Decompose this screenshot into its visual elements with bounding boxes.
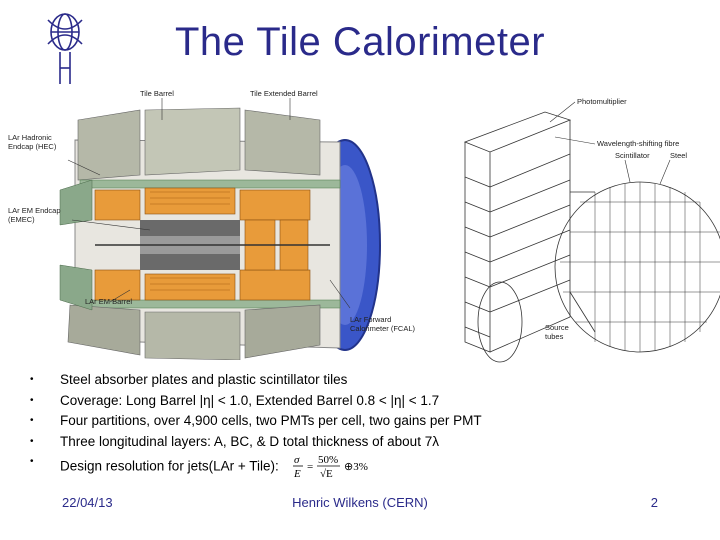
label-source-1: Source: [545, 323, 569, 332]
bullet-text: Steel absorber plates and plastic scinti…: [60, 372, 347, 387]
label-lar-forward-2: Calorimeter (FCAL): [350, 324, 416, 333]
label-lar-forward-1: LAr Forward: [350, 315, 391, 324]
label-steel: Steel: [670, 151, 687, 160]
label-lar-hadronic-1: LAr Hadronic: [8, 133, 52, 142]
label-tile-extended-barrel: Tile Extended Barrel: [250, 89, 318, 98]
bullet-marker: •: [30, 411, 34, 432]
bullet-item: • Four partitions, over 4,900 cells, two …: [30, 411, 710, 432]
label-wls-fibre: Wavelength-shifting fibre: [597, 139, 679, 148]
formula-e: E: [293, 468, 301, 480]
tile-module-diagram: Photomultiplier Wavelength-shifting fibr…: [445, 92, 720, 367]
bullet-text: Three longitudinal layers: A, BC, & D to…: [60, 434, 439, 449]
bullet-item: • Three longitudinal layers: A, BC, & D t…: [30, 432, 710, 453]
bullet-text: Design resolution for jets(LAr + Tile):: [60, 459, 279, 474]
label-lar-hadronic-2: Endcap (HEC): [8, 142, 57, 151]
label-lar-em-barrel: LAr EM Barrel: [85, 297, 132, 306]
bullet-text: Four partitions, over 4,900 cells, two P…: [60, 413, 482, 428]
formula-sqrt-e: √E: [320, 468, 333, 480]
bullet-item: • Design resolution for jets(LAr + Tile):…: [30, 452, 710, 473]
bullet-marker: •: [30, 370, 34, 391]
slide-title: The Tile Calorimeter: [0, 20, 720, 65]
bullet-marker: •: [30, 391, 34, 412]
formula-numerator: 50%: [318, 454, 338, 466]
calorimeter-cutaway-diagram: Tile Barrel Tile Extended Barrel LAr Had…: [0, 80, 450, 360]
bullet-marker: •: [30, 452, 34, 473]
formula-equals: =: [307, 461, 313, 473]
resolution-formula: σ E = 50% √E ⊕3%: [292, 452, 382, 482]
label-tile-barrel: Tile Barrel: [140, 89, 174, 98]
formula-sigma: σ: [294, 454, 300, 466]
footer-author: Henric Wilkens (CERN): [0, 495, 720, 510]
formula-plus: ⊕3%: [344, 461, 368, 473]
label-lar-em-1: LAr EM Endcap: [8, 206, 61, 215]
page-number: 2: [651, 495, 658, 510]
label-source-2: tubes: [545, 332, 564, 341]
label-lar-em-2: (EMEC): [8, 215, 35, 224]
bullet-marker: •: [30, 432, 34, 453]
bullet-item: • Steel absorber plates and plastic scint…: [30, 370, 710, 391]
bullet-list: • Steel absorber plates and plastic scint…: [30, 370, 710, 473]
bullet-text: Coverage: Long Barrel |η| < 1.0, Extende…: [60, 393, 439, 408]
label-photomultiplier: Photomultiplier: [577, 97, 627, 106]
bullet-item: • Coverage: Long Barrel |η| < 1.0, Extend…: [30, 391, 710, 412]
label-scintillator: Scintillator: [615, 151, 650, 160]
